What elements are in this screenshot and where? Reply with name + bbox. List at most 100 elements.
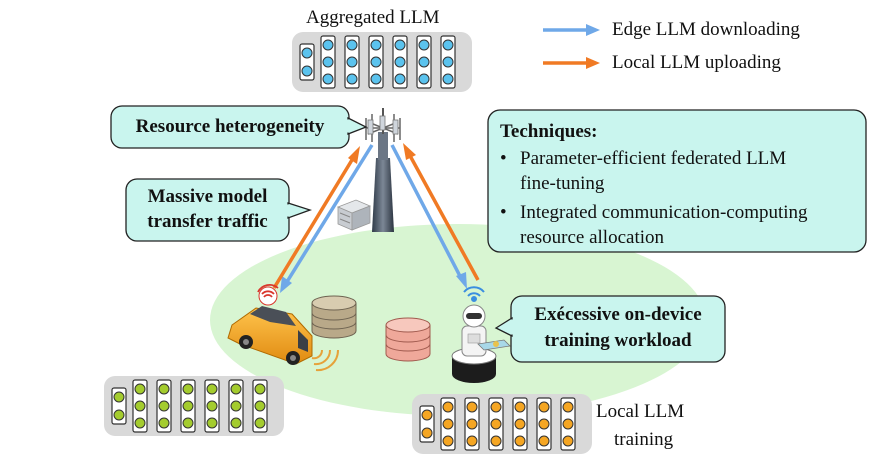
aggregated-llm-parameter-dot (394, 56, 406, 68)
vehicle-llm-parameter-dot (134, 400, 146, 412)
aggregated-llm-parameter-dot (322, 73, 334, 85)
vehicle-llm-parameter-dot (254, 417, 266, 429)
legend-download-label: Edge LLM downloading (612, 19, 800, 40)
robot-llm-parameter-dot (442, 418, 454, 430)
vehicle-llm-parameter-dot (182, 417, 194, 429)
bullet-icon: • (500, 148, 507, 169)
robot-llm-parameter-dot (466, 435, 478, 447)
vehicle-llm-parameter-dot (182, 400, 194, 412)
robot-llm-parameter-dot (466, 401, 478, 413)
robot-llm-parameter-dot (466, 418, 478, 430)
aggregated-llm-parameter-dot (370, 39, 382, 51)
robot-llm-parameter-dot (538, 418, 550, 430)
database-icon-tan (311, 295, 357, 339)
robot-llm-parameter-dot (442, 401, 454, 413)
robot-llm-block (412, 394, 592, 454)
callout-traffic-line1: Massive model (147, 186, 268, 207)
local-training-label-line2: training (614, 429, 674, 450)
robot-llm-parameter-dot (514, 418, 526, 430)
vehicle-llm-parameter-dot (158, 417, 170, 429)
vehicle-llm-parameter-dot (158, 400, 170, 412)
aggregated-llm-parameter-dot (346, 39, 358, 51)
vehicle-llm-parameter-dot (230, 417, 242, 429)
wifi-icon-car (257, 284, 279, 306)
callout-training-workload (494, 295, 726, 363)
robot-llm-parameter-dot (538, 401, 550, 413)
aggregated-llm-parameter-dot (418, 56, 430, 68)
callout-workload-line1: Exécessive on-device (534, 304, 702, 325)
aggregated-llm-parameter-dot (418, 73, 430, 85)
callout-resource-text: Resource heterogeneity (135, 116, 325, 137)
technique-1-line2: fine-tuning (520, 173, 605, 194)
techniques-title: Techniques: (500, 121, 598, 142)
aggregated-llm-parameter-dot (418, 39, 430, 51)
coverage-area (210, 224, 706, 416)
robot-llm-parameter-dot (562, 435, 574, 447)
upload-arrow-robot (403, 143, 480, 281)
wifi-icon-robot (463, 286, 485, 302)
vehicle-llm-parameter-dot (230, 383, 242, 395)
vehicle-llm-parameter-dot (206, 417, 218, 429)
cell-tower-icon (365, 108, 401, 232)
aggregated-llm-parameter-dot (370, 56, 382, 68)
vehicle-llm-parameter-dot (206, 383, 218, 395)
aggregated-llm-parameter-dot (442, 73, 454, 85)
vehicle-llm-parameter-dot (254, 383, 266, 395)
technique-2-line2: resource allocation (520, 227, 665, 248)
robot-llm-parameter-dot (538, 435, 550, 447)
callout-resource-heterogeneity (110, 105, 368, 149)
aggregated-llm-parameter-dot (322, 56, 334, 68)
aggregated-llm-parameter-dot (322, 39, 334, 51)
legend-upload-arrow (543, 57, 600, 69)
vehicle-llm-parameter-dot (158, 383, 170, 395)
robot-llm-parameter-dot (562, 418, 574, 430)
technique-1-line1: Parameter-efficient federated LLM (520, 148, 787, 169)
callout-traffic-line2: transfer traffic (147, 211, 268, 232)
aggregated-llm-parameter-dot (442, 56, 454, 68)
techniques-box (487, 109, 867, 253)
legend-download-arrow (543, 24, 600, 36)
vehicle-llm-parameter-dot (182, 383, 194, 395)
vehicle-llm-parameter-dot (206, 400, 218, 412)
vehicle-llm-parameter-dot (113, 409, 125, 421)
local-training-label-line1: Local LLM (596, 401, 685, 422)
aggregated-llm-parameter-dot (394, 39, 406, 51)
aggregated-llm-parameter-dot (370, 73, 382, 85)
aggregated-llm-parameter-dot (442, 39, 454, 51)
upload-arrow-vehicle (272, 146, 360, 289)
robot-llm-parameter-dot (514, 435, 526, 447)
bullet-icon: • (500, 202, 507, 223)
robot-icon (451, 304, 511, 383)
legend-upload-label: Local LLM uploading (612, 52, 781, 73)
download-arrow-vehicle (280, 144, 374, 293)
vehicle-llm-parameter-dot (254, 400, 266, 412)
aggregated-llm-parameter-dot (346, 56, 358, 68)
robot-llm-parameter-dot (490, 401, 502, 413)
robot-llm-parameter-dot (421, 409, 433, 421)
car-icon (227, 306, 313, 365)
robot-llm-parameter-dot (490, 418, 502, 430)
aggregated-llm-parameter-dot (301, 65, 313, 77)
server-icon (336, 199, 372, 231)
signal-waves-car (311, 349, 340, 372)
database-icon-pink (385, 317, 431, 362)
robot-llm-parameter-dot (562, 401, 574, 413)
vehicle-llm-parameter-dot (113, 391, 125, 403)
robot-llm-parameter-dot (421, 427, 433, 439)
technique-2-line1: Integrated communication-computing (520, 202, 808, 223)
callout-workload-line2: training workload (544, 330, 692, 351)
robot-llm-parameter-dot (490, 435, 502, 447)
techniques-text: Techniques: • Parameter-efficient federa… (488, 112, 866, 252)
aggregated-llm-parameter-dot (346, 73, 358, 85)
download-arrow-robot (390, 144, 467, 289)
aggregated-llm-label: Aggregated LLM (306, 7, 440, 28)
aggregated-llm-parameter-dot (394, 73, 406, 85)
vehicle-llm-block (104, 376, 284, 436)
robot-llm-parameter-dot (442, 435, 454, 447)
vehicle-llm-parameter-dot (134, 383, 146, 395)
aggregated-llm-parameter-dot (301, 47, 313, 59)
callout-massive-transfer (125, 178, 313, 242)
aggregated-llm-block (292, 32, 472, 92)
vehicle-llm-parameter-dot (230, 400, 242, 412)
